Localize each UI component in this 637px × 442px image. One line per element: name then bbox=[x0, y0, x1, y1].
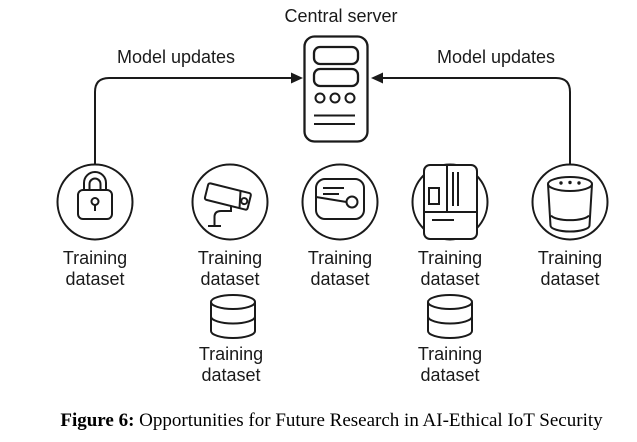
server-icon bbox=[303, 35, 369, 143]
cctv-camera-icon bbox=[191, 163, 269, 241]
arrow-left-path bbox=[94, 77, 292, 164]
database-icon bbox=[210, 294, 256, 339]
smart-speaker-icon bbox=[531, 163, 609, 241]
arrow-right-path bbox=[382, 77, 571, 164]
device-label: Training dataset bbox=[62, 248, 128, 289]
figure-caption: Figure 6: Opportunities for Future Resea… bbox=[0, 410, 637, 432]
database-label: Training dataset bbox=[198, 344, 264, 385]
model-updates-right-label: Model updates bbox=[436, 47, 556, 67]
padlock-icon bbox=[56, 163, 134, 241]
database-icon bbox=[427, 294, 473, 339]
figure-caption-number: Figure 6: bbox=[60, 410, 135, 431]
wallet-icon bbox=[301, 163, 379, 241]
device-label: Training dataset bbox=[307, 248, 373, 289]
device-label: Training dataset bbox=[537, 248, 603, 289]
arrow-right-head bbox=[371, 72, 383, 84]
figure-caption-text: Opportunities for Future Research in AI-… bbox=[134, 410, 603, 431]
central-server-label: Central server bbox=[284, 6, 398, 26]
smart-fridge-icon bbox=[411, 163, 489, 241]
connector-arrows bbox=[94, 72, 571, 164]
model-updates-left-label: Model updates bbox=[116, 47, 236, 67]
arrow-left-head bbox=[291, 72, 303, 84]
database-label: Training dataset bbox=[417, 344, 483, 385]
device-label: Training dataset bbox=[197, 248, 263, 289]
device-label: Training dataset bbox=[417, 248, 483, 289]
